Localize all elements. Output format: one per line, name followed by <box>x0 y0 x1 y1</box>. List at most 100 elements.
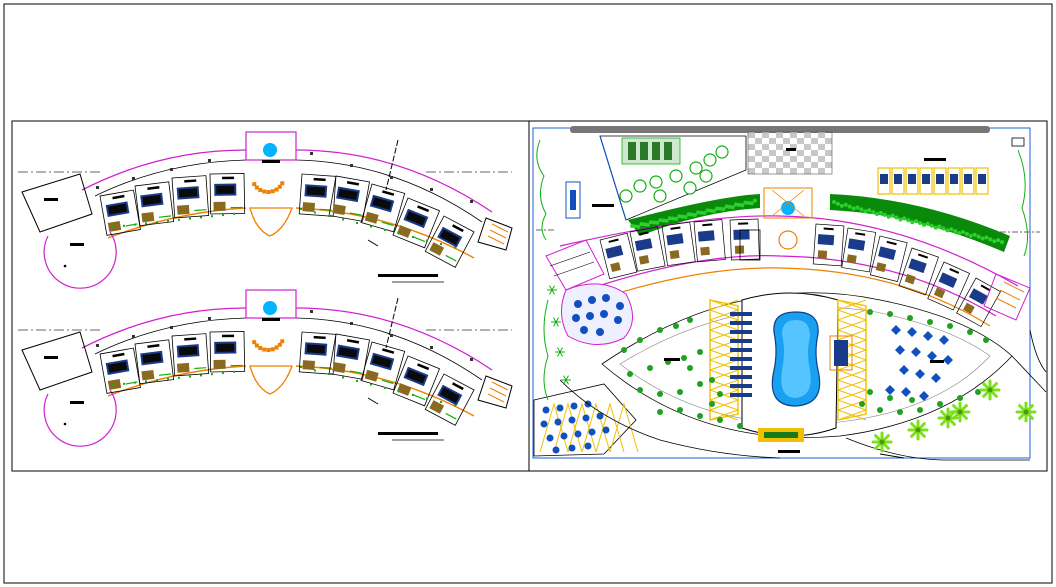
room-label <box>222 334 235 338</box>
garden-table <box>931 373 941 383</box>
paving-tile <box>769 138 776 144</box>
outer-pillar <box>470 200 473 203</box>
pergola-beam <box>709 369 739 381</box>
corridor-column <box>440 243 442 245</box>
paving-tile <box>762 144 769 150</box>
site-room-label <box>917 253 929 259</box>
garden-table <box>885 385 895 395</box>
hedge-leaf <box>746 200 751 205</box>
hedge-leaf <box>894 215 899 220</box>
corridor-column <box>145 380 147 383</box>
pool-water-highlight <box>781 320 811 398</box>
round-lounge <box>43 389 117 447</box>
terrace-table <box>542 406 550 414</box>
lawn-shrub <box>637 337 643 343</box>
palm-tree <box>871 431 893 453</box>
lobby-seat <box>252 182 257 187</box>
parking-stall <box>961 167 975 195</box>
hedge-leaf <box>683 214 688 219</box>
palm-trunk <box>879 439 885 445</box>
room-outline <box>99 347 141 394</box>
room-bathroom <box>364 369 379 382</box>
hedge-leaf <box>743 200 748 205</box>
hedge-leaf <box>696 210 701 215</box>
hedge-leaf <box>724 204 729 209</box>
lawn-shrub <box>907 315 913 321</box>
lobby-seat <box>270 347 275 352</box>
end-block-stair <box>549 251 595 277</box>
site-room-bed <box>817 234 835 246</box>
back-wall-left <box>94 159 247 197</box>
shrub <box>683 181 697 195</box>
section-line <box>385 297 399 349</box>
small-palm-frond <box>557 347 561 353</box>
room-right-2 <box>328 333 370 380</box>
room-right-3 <box>360 341 406 391</box>
hedge-leaf <box>843 202 848 207</box>
room-label <box>346 339 360 344</box>
small-palm-frond <box>555 321 559 327</box>
pergola-beam <box>837 309 867 321</box>
site-path-lower-right <box>845 437 1030 461</box>
corridor-column <box>189 375 191 378</box>
room-right-1 <box>298 173 337 217</box>
paving-tile <box>818 144 825 150</box>
garden-table <box>907 327 917 337</box>
room-left-3 <box>171 175 210 219</box>
lobby-seat <box>277 184 282 189</box>
outer-pillar <box>132 335 135 338</box>
pergola-beam <box>837 319 867 331</box>
small-palm-frond <box>559 351 563 357</box>
corridor-column <box>233 212 235 215</box>
paving-tile <box>818 156 825 162</box>
corridor-column <box>134 223 136 226</box>
site-room-right-2 <box>841 227 877 273</box>
room-bed-cover <box>306 344 326 354</box>
hedge-leaf <box>976 234 981 239</box>
paving-tile <box>811 162 818 168</box>
hedge-leaf <box>867 208 872 213</box>
terrace-table <box>570 402 578 410</box>
hedge-leaf <box>680 214 685 219</box>
paving-tile <box>776 168 783 174</box>
stair-right <box>487 223 509 245</box>
palm-tree <box>937 407 959 429</box>
corridor-column <box>300 208 302 210</box>
site-room-outline <box>841 227 877 273</box>
site-room-outline <box>869 235 908 283</box>
hedge-leaf <box>642 222 647 227</box>
parked-car <box>950 174 958 184</box>
palm-tree <box>907 419 929 441</box>
shrub <box>669 169 683 183</box>
site-room-bed <box>733 229 750 240</box>
patio-table <box>616 302 624 310</box>
room-outline <box>171 333 210 377</box>
lawn-shrub <box>957 395 963 401</box>
paving-tile <box>776 156 783 162</box>
lawn-shrub <box>967 329 973 335</box>
site-room-bed <box>878 246 897 261</box>
parked-car <box>922 174 930 184</box>
site-room-left-1 <box>599 232 638 280</box>
lawn-shrub <box>859 401 865 407</box>
room-bathroom <box>396 383 412 396</box>
guard-house-fill <box>570 190 576 210</box>
site-room-right-6 <box>956 277 1001 328</box>
hedge-leaf <box>859 207 864 212</box>
outer-pillar <box>96 186 99 189</box>
room-right-3 <box>360 183 406 233</box>
room-left-3 <box>171 333 210 377</box>
room-bed-cover <box>338 346 358 358</box>
room-bathroom <box>302 360 316 370</box>
paving-tile <box>762 132 769 138</box>
site-room-label <box>738 222 749 225</box>
outer-wall-left <box>81 149 247 191</box>
paving-tile <box>748 132 755 138</box>
lawn-shrub <box>657 409 663 415</box>
parked-car <box>936 174 944 184</box>
site-room-bath <box>638 255 650 265</box>
garden-table <box>891 325 901 335</box>
room-label <box>452 382 464 391</box>
lawn-shrub <box>677 407 683 413</box>
terrace-table <box>552 446 560 454</box>
